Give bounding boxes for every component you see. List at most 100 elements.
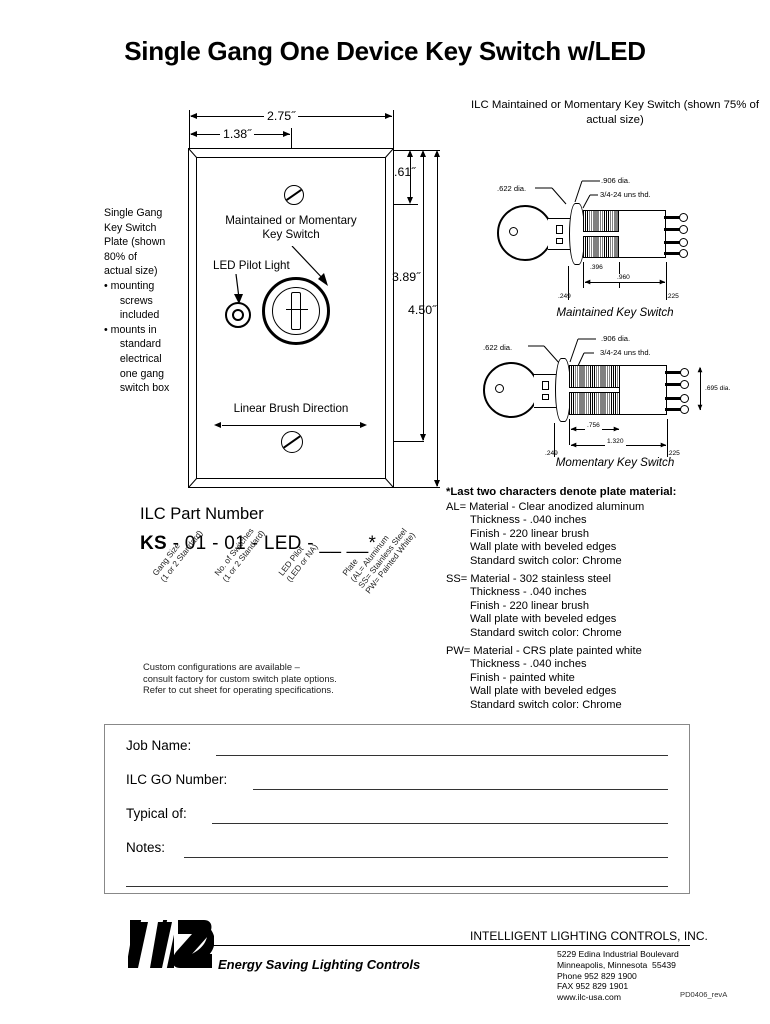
arrow-left-icon [584, 279, 591, 285]
momentary-key-tab [542, 381, 549, 390]
materials-heading: *Last two characters denote plate materi… [446, 486, 677, 498]
plate-note-line: Key Switch [104, 221, 157, 234]
material-group-pw: PW= Material - CRS plate painted white T… [446, 645, 726, 712]
dim-line-height-inner [423, 152, 424, 440]
maintained-key-dia-label: .622 dia. [497, 184, 527, 193]
dim-height-inner: 3.89˝ [392, 270, 421, 284]
form-label-go-number: ILC GO Number: [126, 772, 228, 787]
dim-ext-line [394, 150, 440, 151]
dim-ext-line [667, 419, 668, 457]
arrow-up-icon [433, 150, 440, 157]
led-pilot-center-icon [232, 309, 244, 321]
custom-config-note: Custom configurations are available – co… [143, 661, 337, 696]
dim-line-height-total [437, 152, 438, 486]
footer-address: 5229 Edina Industrial Boulevard Minneapo… [557, 949, 679, 1003]
material-detail: Finish - 220 linear brush [470, 527, 590, 540]
material-detail: Standard switch color: Chrome [470, 698, 622, 711]
material-detail: Standard switch color: Chrome [470, 554, 622, 567]
maintained-terminal [664, 228, 682, 231]
form-input-go-number[interactable] [253, 789, 668, 790]
dim-ext-line [189, 110, 190, 150]
document-id: PD0406_revA [680, 990, 728, 999]
dim-ext-line [394, 441, 424, 442]
dim-ext-line [554, 423, 555, 457]
maintained-terminal [664, 216, 682, 219]
dim-top-offset: .61˝ [394, 165, 416, 179]
arrow-down-icon [406, 197, 413, 204]
maintained-body-fill [583, 232, 619, 236]
material-detail: Standard switch color: Chrome [470, 626, 622, 639]
dim-ext-line [394, 204, 418, 205]
material-detail: Finish - 220 linear brush [470, 599, 590, 612]
momentary-key-tab [542, 394, 549, 400]
form-label-typical-of: Typical of: [126, 806, 187, 821]
maintained-terminal-pad [679, 225, 688, 234]
arrow-down-icon [697, 404, 702, 411]
maintained-dim-right: .225 [666, 293, 679, 300]
maintained-terminal [664, 252, 682, 255]
momentary-dim-left: .249 [545, 450, 558, 457]
momentary-terminal [665, 383, 683, 386]
part-number-heading: ILC Part Number [140, 505, 264, 523]
maintained-dim-left: .249 [558, 293, 571, 300]
plate-note-line: 80% of [104, 250, 137, 263]
dim-height-total: 4.50˝ [408, 303, 437, 317]
dim-ext-line [393, 110, 394, 150]
dim-ext-line [666, 262, 667, 300]
ilc-logo [128, 916, 214, 972]
plate-note-line: actual size) [104, 265, 158, 278]
arrow-up-icon [697, 366, 702, 373]
brush-direction-label: Linear Brush Direction [233, 402, 349, 415]
maintained-key-neck [548, 218, 570, 250]
arrow-left-icon [570, 442, 577, 448]
material-group-al: AL= Material - Clear anodized aluminum T… [446, 501, 726, 568]
maintained-thread-barrel [583, 210, 620, 232]
momentary-thread-barrel [569, 365, 621, 388]
maintained-caption: Maintained Key Switch [556, 306, 674, 319]
plate-note-bullet: • mounting screws included [104, 279, 160, 322]
maintained-key-hole-icon [509, 227, 518, 236]
arrow-right-icon [613, 426, 620, 432]
part-number-prefix: KS [140, 533, 167, 554]
form-input-notes-line2[interactable] [126, 886, 668, 887]
dim-line-body-dia [700, 368, 701, 410]
momentary-terminal-pad [680, 394, 689, 403]
momentary-terminal-pad [680, 405, 689, 414]
form-input-job-name[interactable] [216, 755, 668, 756]
maintained-bezel-dia-label: .906 dia. [601, 176, 631, 185]
key-switch-leader [291, 246, 328, 286]
maintained-thread-label: 3/4-24 uns thd. [600, 190, 651, 199]
part-number-rest: - 01 - 01 - LED - __ __* [167, 533, 377, 554]
maintained-leaders [535, 180, 600, 209]
form-input-typical-of[interactable] [212, 823, 668, 824]
momentary-terminal-pad [680, 380, 689, 389]
momentary-dim-right: .225 [667, 450, 680, 457]
footer-company: INTELLIGENT LIGHTING CONTROLS, INC. [470, 929, 708, 943]
dim-width-center: 1.38˝ [220, 127, 255, 141]
arrow-left-icon [214, 421, 221, 428]
plate-note: Single Gang Key Switch Plate (shown 80% … [104, 206, 190, 396]
form-input-notes[interactable] [184, 857, 668, 858]
material-detail: Wall plate with beveled edges [470, 541, 617, 554]
maintained-thread-barrel [583, 236, 620, 258]
dim-ext-line [569, 419, 570, 445]
momentary-key-head-icon [483, 362, 539, 418]
arrow-left-icon [190, 112, 197, 119]
switch-plate-inner-bevel [196, 157, 386, 479]
footer-tagline: Energy Saving Lighting Controls [218, 957, 421, 972]
maintained-key-tab [556, 238, 563, 244]
material-detail: Thickness - .040 inches [470, 658, 587, 671]
plate-note-line: Single Gang [104, 207, 163, 219]
dim-line-top-offset [410, 152, 411, 202]
material-detail: Wall plate with beveled edges [470, 685, 617, 698]
momentary-body-fill [569, 388, 619, 392]
key-slot-icon [286, 292, 308, 330]
material-detail: Thickness - .040 inches [470, 586, 587, 599]
arrow-left-icon [570, 426, 577, 432]
momentary-key-neck [534, 374, 556, 408]
form-label-notes: Notes: [126, 840, 166, 855]
maintained-terminal-pad [679, 213, 688, 222]
momentary-caption: Momentary Key Switch [555, 456, 675, 469]
arrow-right-icon [659, 279, 666, 285]
